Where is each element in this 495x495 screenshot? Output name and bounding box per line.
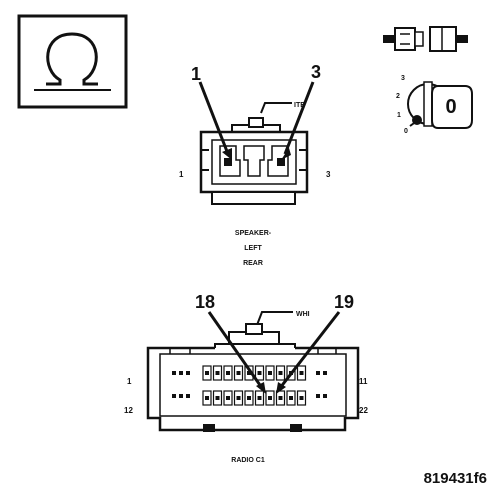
radio-callout-arrows bbox=[207, 311, 341, 394]
radio-callout-18: 18 bbox=[195, 292, 215, 312]
connector-disconnect-icon bbox=[383, 26, 468, 52]
key-position-label-2: 2 bbox=[396, 93, 400, 100]
radio-pin-terminal bbox=[299, 371, 304, 375]
radio-callout-19: 19 bbox=[334, 292, 354, 312]
radio-pin-terminal bbox=[236, 396, 241, 400]
radio-pin-label-12: 12 bbox=[124, 406, 133, 415]
radio-connector-name: RADIO C1 bbox=[231, 457, 265, 464]
figure-id: 819431f6 bbox=[424, 470, 487, 487]
key-position-label-1: 1 bbox=[397, 112, 401, 119]
speaker-pin-label-3: 3 bbox=[326, 170, 331, 179]
radio-wire-color-label: WHI bbox=[296, 311, 310, 318]
radio-pin-label-11: 11 bbox=[359, 377, 368, 386]
speaker-wire-color-label: ITE bbox=[294, 102, 305, 109]
radio-pin-terminal bbox=[226, 371, 230, 375]
radio-pin-label-22: 22 bbox=[359, 406, 368, 415]
radio-pin-terminal bbox=[205, 371, 209, 375]
radio-pin-terminal bbox=[268, 396, 272, 400]
radio-pin-label-1: 1 bbox=[127, 377, 132, 386]
radio-pin-terminal bbox=[257, 371, 262, 375]
radio-pin-terminal bbox=[278, 396, 283, 400]
key-position-indicator: 0 bbox=[445, 96, 456, 118]
speaker-callout-3: 3 bbox=[311, 62, 321, 82]
radio-pin-terminal bbox=[268, 371, 272, 375]
radio-pin-terminal bbox=[247, 396, 251, 400]
speaker-connector-name-line-1: SPEAKER- bbox=[235, 230, 272, 237]
speaker-pin-label-1: 1 bbox=[179, 170, 184, 179]
radio-pin-terminal bbox=[247, 371, 251, 375]
radio-pin-terminal bbox=[257, 396, 262, 400]
radio-pin-terminal bbox=[299, 396, 304, 400]
omega-symbol-icon bbox=[17, 14, 128, 109]
speaker-callout-arrows bbox=[198, 81, 315, 160]
radio-pin-terminal bbox=[215, 371, 220, 375]
speaker-connector-name-line-2: LEFT bbox=[244, 245, 262, 252]
key-position-label-3: 3 bbox=[401, 75, 405, 82]
radio-pin-terminal bbox=[215, 396, 220, 400]
radio-pin-terminal bbox=[205, 396, 209, 400]
speaker-connector-body bbox=[199, 102, 309, 205]
radio-pin-terminal bbox=[236, 371, 241, 375]
speaker-callout-1: 1 bbox=[191, 64, 201, 84]
ignition-key-icon bbox=[407, 81, 473, 129]
radio-pin-terminal bbox=[278, 371, 283, 375]
radio-pin-terminal bbox=[226, 396, 230, 400]
speaker-connector-name-line-3: REAR bbox=[243, 260, 263, 267]
radio-pin-terminal bbox=[289, 396, 293, 400]
key-position-label-0: 0 bbox=[404, 128, 408, 135]
